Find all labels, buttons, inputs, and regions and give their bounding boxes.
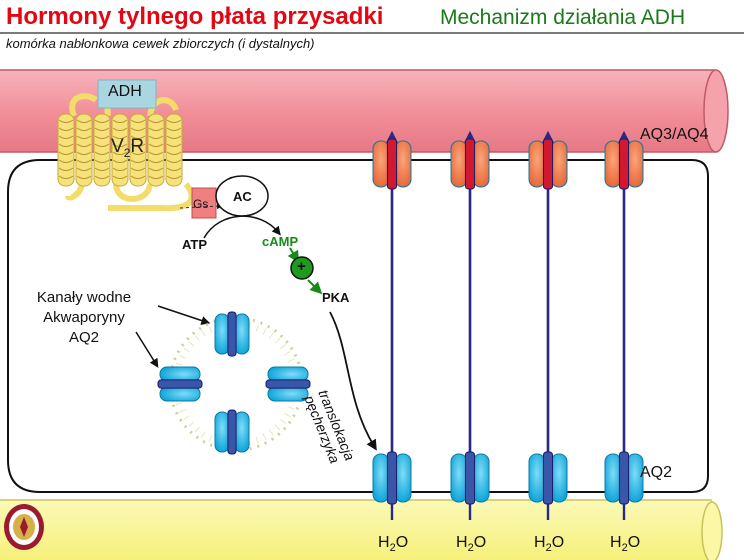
water-o: O [473, 534, 487, 551]
water-channels-label: Kanały wodne Akwaporyny AQ2 [22, 288, 146, 348]
camp-label: cAMP [262, 234, 299, 249]
aq2-channel [528, 451, 568, 505]
aq3-aq4-channel [450, 138, 490, 190]
water-molecule-label: H2O [534, 534, 564, 554]
pka-label: PKA [322, 290, 350, 305]
v2r-label: V2R [111, 136, 144, 160]
gs-label: Gs [193, 197, 209, 211]
water-h: H [456, 534, 468, 551]
vesicle-aq2-left [157, 366, 203, 402]
ac-label: AC [233, 189, 252, 204]
v2r-tail: R [130, 136, 145, 157]
aq2-channel [372, 451, 412, 505]
receptor-helix [111, 113, 129, 187]
tubule-lumen [0, 499, 723, 560]
water-h: H [534, 534, 546, 551]
vesicle-aq2-right [265, 366, 311, 402]
vesicle-aq2-top [214, 311, 250, 357]
vesicle-aquaporins [157, 311, 311, 455]
translocation-arrow [329, 311, 377, 451]
water-molecule-label: H2O [610, 534, 640, 554]
receptor-helix [129, 113, 147, 187]
basolateral-aq3-aq4-channels [372, 138, 644, 190]
adh-label: ADH [108, 83, 142, 100]
atp-to-camp-arrow [203, 215, 281, 239]
aq3-aq4-channel [372, 138, 412, 190]
water-subscript: 2 [545, 542, 552, 555]
slide-title: Hormony tylnego płata przysadki [6, 3, 384, 30]
water-subscript: 2 [621, 542, 628, 555]
water-channels-line-2: Akwaporyny [43, 309, 125, 326]
label-pointer-2 [135, 331, 159, 368]
water-h: H [378, 534, 390, 551]
label-pointer-1 [157, 305, 211, 325]
water-channels-line-3: AQ2 [68, 329, 99, 346]
aq2-channel [604, 451, 644, 505]
slide-subtitle: komórka nabłonkowa cewek zbiorczych (i d… [6, 36, 315, 51]
title-divider [0, 32, 744, 34]
receptor-helix [147, 113, 165, 187]
water-molecule-label: H2O [456, 534, 486, 554]
adh-hormone-box [97, 79, 157, 109]
epithelial-cell-membrane [7, 159, 709, 493]
gs-protein-box [191, 187, 217, 219]
water-h: H [610, 534, 622, 551]
slide-topic: Mechanizm działania ADH [440, 6, 686, 29]
aq2-channel [450, 451, 490, 505]
water-o: O [627, 534, 641, 551]
receptor-helix [165, 113, 183, 187]
v2-receptor-helices [57, 113, 183, 187]
apical-aq2-label: AQ2 [640, 464, 673, 481]
vesicle-aq2-bottom [214, 409, 250, 455]
water-subscript: 2 [467, 542, 474, 555]
aq3-aq4-channel [528, 138, 568, 190]
water-flow-arrows [384, 130, 632, 520]
v2r-main: V [111, 136, 124, 157]
receptor-helix [93, 113, 111, 187]
aq3-aq4-channel [604, 138, 644, 190]
water-channels-line-1: Kanały wodne [36, 289, 132, 306]
aq3-aq4-label: AQ3/AQ4 [640, 126, 709, 143]
water-molecule-label: H2O [378, 534, 408, 554]
water-o: O [395, 534, 409, 551]
receptor-helix [57, 113, 75, 187]
receptor-helix [75, 113, 93, 187]
water-o: O [551, 534, 565, 551]
activation-circle [290, 256, 314, 280]
v2r-subscript: 2 [123, 145, 131, 160]
university-seal-logo [4, 504, 44, 550]
apical-aq2-channels [372, 451, 644, 505]
atp-label: ATP [182, 237, 208, 252]
water-subscript: 2 [389, 542, 396, 555]
activation-plus: + [297, 258, 306, 275]
